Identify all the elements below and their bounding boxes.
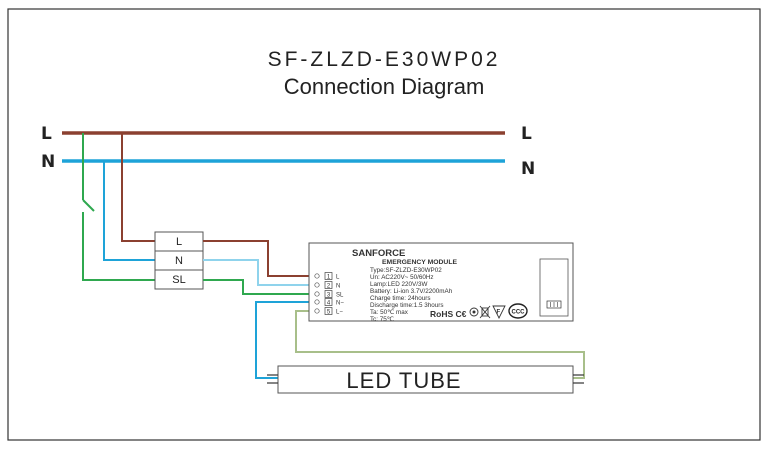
tube-label: LED TUBE	[346, 368, 461, 393]
spec-battery: Battery: Li-ion 3.7V/2200mAh	[370, 288, 453, 295]
weee-bin-icon	[479, 305, 491, 319]
terminal-screw-icon	[314, 273, 320, 279]
emergency-module: SANFORCE EMERGENCY MODULE Type:SF-ZLZD-E…	[308, 242, 574, 323]
tube-live-output-wire	[295, 310, 585, 379]
spec-charge-time: Charge time: 24hours	[370, 295, 431, 302]
terminal-label: L−	[336, 309, 343, 315]
terminal-1: 1 L	[314, 272, 340, 280]
terminal-box	[324, 272, 333, 280]
terminal-number: 3	[327, 292, 331, 298]
terminal-number: 1	[327, 274, 331, 280]
test-button-icon	[546, 300, 562, 309]
certification-icons: F CCC	[469, 303, 528, 320]
terminal-label: SL	[336, 292, 344, 298]
terminal-screw-icon	[314, 308, 320, 314]
led-tube: LED TUBE	[267, 365, 584, 394]
diagram-subtitle: Connection Diagram	[284, 74, 485, 99]
terminal-box	[324, 307, 333, 315]
f-mark-icon: F	[492, 305, 506, 320]
terminal-box	[324, 298, 333, 306]
right-live-label: L	[521, 124, 532, 144]
terminal-2: 2 N	[314, 281, 340, 289]
module-switched-wire	[203, 279, 316, 295]
svg-text:F: F	[497, 310, 501, 316]
neutral-drop-wire	[103, 161, 155, 261]
left-neutral-label: N	[41, 152, 55, 172]
rohs-ce-marks: RoHS C€	[430, 309, 467, 319]
spec-discharge-time: Discharge time:1.5 3hours	[370, 302, 444, 309]
terminal-screw-icon	[314, 299, 320, 305]
wall-switch	[82, 199, 95, 212]
diagram-frame	[7, 8, 761, 441]
right-neutral-label: N	[521, 159, 535, 179]
left-live-label: L	[41, 124, 52, 144]
ccc-mark-icon: CCC	[508, 303, 528, 319]
module-name: EMERGENCY MODULE	[382, 259, 457, 266]
spec-tc: Tc: 75℃	[370, 316, 394, 323]
module-brand: SANFORCE	[352, 248, 405, 259]
terminal-3: 3 SL	[314, 290, 344, 298]
module-body	[308, 242, 574, 322]
terminal-4: 4 N−	[314, 298, 344, 306]
terminal-5: 5 L−	[314, 307, 343, 315]
junction-label-l: L	[176, 236, 182, 248]
spec-lamp: Lamp:LED 220V/3W	[370, 281, 427, 288]
terminal-box	[324, 290, 333, 298]
terminal-number: 4	[327, 300, 331, 306]
gear-cert-icon	[469, 307, 479, 317]
module-neutral-wire	[203, 259, 316, 286]
tube-neutral-output-wire	[255, 301, 316, 379]
module-live-wire	[203, 240, 316, 277]
terminal-number: 5	[327, 309, 331, 315]
terminal-screw-icon	[314, 291, 320, 297]
terminal-label: N	[336, 283, 340, 289]
gear-cert-center-icon	[472, 310, 476, 314]
junction-label-n: N	[175, 255, 183, 267]
diagram-title: SF-ZLZD-E30WP02	[268, 48, 501, 71]
terminal-label: N−	[336, 300, 344, 306]
terminal-number: 2	[327, 283, 331, 289]
tube-body	[277, 365, 574, 394]
junction-block: L N SL	[154, 231, 204, 290]
junction-label-sl: SL	[172, 274, 185, 286]
terminal-screw-icon	[314, 282, 320, 288]
spec-type: Type:SF-ZLZD-E30WP02	[370, 267, 442, 274]
live-drop-wire	[121, 133, 155, 242]
terminal-box	[324, 281, 333, 289]
ccc-mark-text: CCC	[512, 310, 526, 316]
switched-live-wire	[82, 212, 155, 281]
terminal-block: 1 L 2 N 3 SL 4 N−	[314, 272, 344, 315]
spec-input: Un: AC220V~ 50/60Hz	[370, 274, 434, 281]
terminal-label: L	[336, 274, 340, 280]
spec-ta: Ta: 50℃ max	[370, 309, 409, 316]
